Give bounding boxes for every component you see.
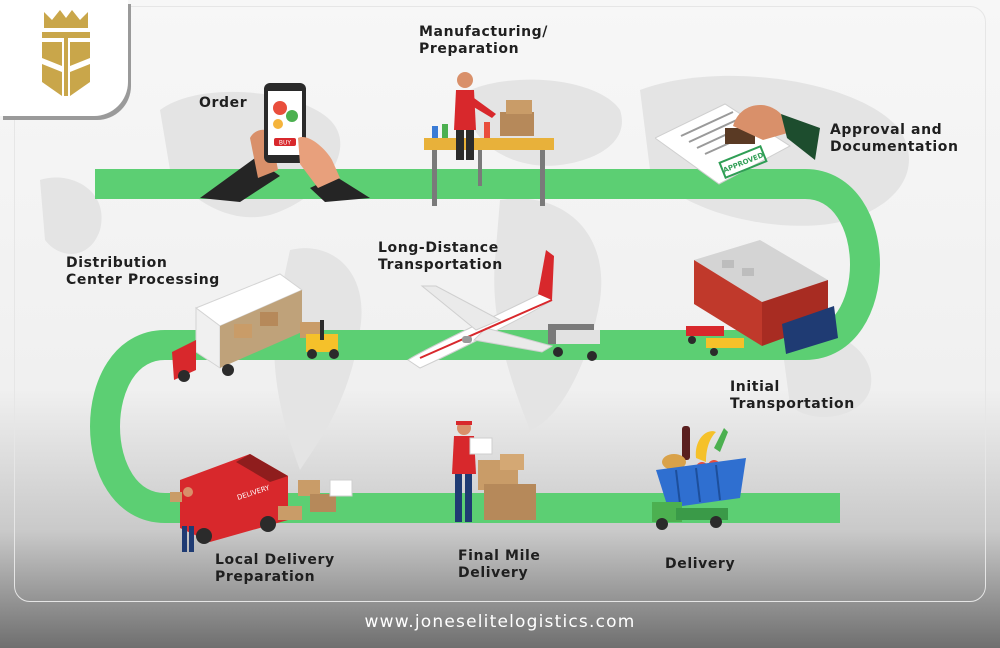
- step-label-manufacturing-line1: Manufacturing/: [419, 24, 549, 40]
- step-label-initial-line2: Transportation: [730, 396, 855, 412]
- step-label-delivery-line1: Delivery: [665, 556, 736, 572]
- step-label-final-mile-line2: Delivery: [458, 565, 529, 581]
- distribution-truck-illustration: [172, 273, 339, 382]
- step-label-order: Order: [199, 95, 247, 112]
- website-url[interactable]: www.joneselitelogistics.com: [364, 612, 636, 632]
- step-label-distribution: Distribution Center Processing: [66, 255, 220, 289]
- step-label-approval: Approval and Documentation: [830, 122, 959, 156]
- step-label-approval-line1: Approval and: [830, 122, 943, 138]
- order-phone-illustration: BUY: [200, 83, 370, 202]
- step-label-initial-line1: Initial: [730, 379, 780, 395]
- step-label-long-distance-line2: Transportation: [378, 257, 503, 273]
- warehouse-illustration: [686, 240, 838, 356]
- courier-boxes-illustration: [452, 421, 536, 522]
- step-label-approval-line2: Documentation: [830, 139, 959, 155]
- step-label-long-distance: Long-Distance Transportation: [378, 240, 503, 274]
- step-label-distribution-line2: Center Processing: [66, 272, 220, 288]
- step-label-local-delivery-line2: Preparation: [215, 569, 316, 585]
- grocery-basket-truck-illustration: [652, 426, 746, 530]
- step-label-local-delivery-line1: Local Delivery: [215, 552, 335, 568]
- step-label-distribution-line1: Distribution: [66, 255, 168, 271]
- step-label-manufacturing: Manufacturing/ Preparation: [419, 24, 548, 58]
- step-label-final-mile-line1: Final Mile: [458, 548, 541, 564]
- step-label-local-delivery: Local Delivery Preparation: [215, 552, 335, 586]
- approval-document-illustration: APPROVED: [655, 103, 820, 185]
- brand-logo-card: [0, 0, 128, 116]
- step-label-long-distance-line1: Long-Distance: [378, 240, 499, 256]
- delivery-van-illustration: DELIVERY: [170, 454, 353, 552]
- step-label-manufacturing-line2: Preparation: [419, 41, 520, 57]
- content-frame: [14, 6, 986, 602]
- manufacturing-worker-illustration: [424, 72, 554, 206]
- crown-shield-logo-icon: [42, 10, 90, 96]
- step-label-initial: Initial Transportation: [730, 379, 855, 413]
- step-label-delivery: Delivery: [665, 556, 735, 573]
- airplane-illustration: [407, 250, 600, 369]
- step-label-order-line1: Order: [199, 95, 248, 111]
- step-label-final-mile: Final Mile Delivery: [458, 548, 540, 582]
- buy-button: BUY: [279, 140, 292, 147]
